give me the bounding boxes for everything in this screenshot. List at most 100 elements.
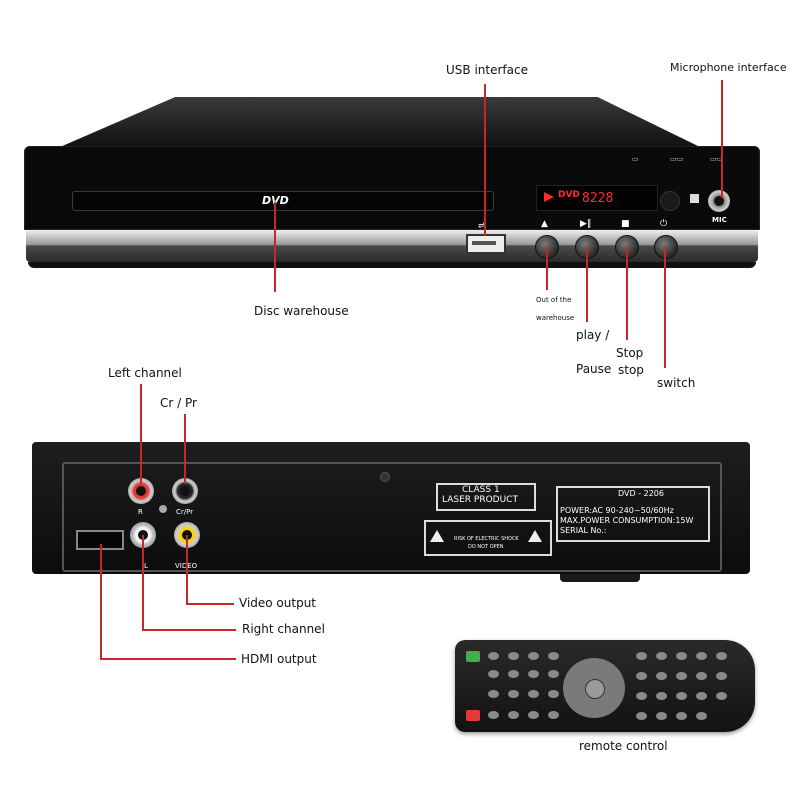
logo-chip-3: ▭▭	[710, 155, 724, 163]
remote-button[interactable]	[716, 672, 727, 680]
disc-tray-slot[interactable]	[72, 191, 494, 211]
remote-button[interactable]	[656, 652, 667, 660]
remote-button[interactable]	[548, 711, 559, 719]
remote-button[interactable]	[696, 672, 707, 680]
right-channel-callout: Right channel	[242, 622, 325, 636]
remote-button[interactable]	[636, 692, 647, 700]
remote-button[interactable]	[696, 652, 707, 660]
display-dvd-text: DVD	[558, 190, 580, 200]
crpr-callout: Cr / Pr	[160, 396, 197, 410]
eject-callout-1: Out of the	[536, 296, 572, 304]
stop-icon: ■	[621, 219, 630, 229]
remote-button[interactable]	[508, 711, 519, 719]
remote-button[interactable]	[656, 692, 667, 700]
remote-button[interactable]	[636, 672, 647, 680]
model-text: DVD - 2206	[618, 489, 664, 498]
remote-button[interactable]	[676, 692, 687, 700]
usb-port-inner	[472, 241, 496, 245]
remote-button[interactable]	[488, 690, 499, 698]
remote-button[interactable]	[716, 692, 727, 700]
display-play-icon	[544, 192, 554, 202]
remote-button[interactable]	[636, 712, 647, 720]
video-line-h	[186, 603, 234, 605]
remote-button[interactable]	[488, 652, 499, 660]
remote-button[interactable]	[676, 712, 687, 720]
mic-label: MIC	[712, 216, 727, 224]
jack-label-crpr: Cr/Pr	[176, 508, 194, 516]
play-callout-line	[586, 246, 588, 322]
remote-button[interactable]	[528, 711, 539, 719]
power-button[interactable]	[654, 235, 678, 259]
front-silver-strip	[26, 230, 758, 262]
class1-line2: LASER PRODUCT	[442, 495, 518, 505]
remote-button[interactable]	[488, 670, 499, 678]
front-top-cover	[60, 97, 700, 147]
class1-label-box	[436, 483, 536, 511]
play-pause-icon: ▶‖	[580, 219, 592, 229]
warning-icon-2	[528, 530, 542, 542]
remote-button[interactable]	[528, 670, 539, 678]
remote-button[interactable]	[508, 690, 519, 698]
dvd-logo: DVD	[262, 194, 289, 207]
eject-callout-2: warehouse	[536, 314, 575, 322]
stop-callout-1: Stop	[616, 346, 644, 360]
ir-sensor	[660, 191, 680, 211]
remote-button[interactable]	[656, 712, 667, 720]
remote-button[interactable]	[528, 690, 539, 698]
remote-button[interactable]	[636, 652, 647, 660]
remote-callout: remote control	[579, 739, 668, 753]
back-foot	[560, 574, 640, 582]
remote-button[interactable]	[508, 652, 519, 660]
remote-button[interactable]	[508, 670, 519, 678]
power-icon: ⏻	[660, 219, 668, 229]
back-face	[32, 442, 750, 574]
mic-jack[interactable]	[708, 190, 730, 212]
disc-callout-line	[274, 202, 276, 292]
warning-line1: RISK OF ELECTRIC SHOCK	[454, 536, 519, 542]
remote-button[interactable]	[656, 672, 667, 680]
video-line-v	[186, 535, 188, 605]
eject-icon: ▲	[541, 219, 548, 229]
eject-callout-line	[546, 246, 548, 290]
ground-screw	[159, 505, 167, 513]
play-callout-2: Pause	[576, 362, 612, 376]
crpr-line	[184, 414, 186, 484]
logo-chip-2: ▭▭	[670, 155, 684, 163]
right-channel-line-v	[142, 535, 144, 631]
jack-label-r: R	[138, 508, 143, 516]
hdmi-line-v	[100, 544, 102, 660]
jack-label-l: L	[144, 562, 148, 570]
power-text: POWER:AC 90-240~50/60Hz	[560, 506, 674, 515]
usb-icon: ⇌	[478, 221, 486, 231]
remote-button[interactable]	[676, 652, 687, 660]
remote-button[interactable]	[548, 652, 559, 660]
stop-callout-line	[626, 246, 628, 340]
front-base	[28, 262, 756, 268]
disc-callout: Disc warehouse	[254, 304, 349, 318]
remote-button[interactable]	[548, 670, 559, 678]
remote-button[interactable]	[676, 672, 687, 680]
dpad-ok-button[interactable]	[585, 679, 605, 699]
remote-button[interactable]	[548, 690, 559, 698]
remote-green-button[interactable]	[466, 651, 480, 662]
remote-button[interactable]	[696, 712, 707, 720]
display-number: 8228	[582, 191, 614, 206]
hdmi-output-callout: HDMI output	[241, 652, 317, 666]
remote-button[interactable]	[716, 652, 727, 660]
logo-chip-1: ▭	[632, 155, 639, 163]
switch-callout-line	[664, 246, 666, 368]
back-screw	[380, 472, 390, 482]
class1-line1: CLASS 1	[462, 485, 500, 495]
remote-red-button[interactable]	[466, 710, 480, 721]
warning-line2: DO NOT OPEN	[468, 544, 504, 550]
remote-button[interactable]	[488, 711, 499, 719]
remote-button[interactable]	[696, 692, 707, 700]
play-callout-1: play /	[576, 328, 610, 342]
remote-button[interactable]	[528, 652, 539, 660]
video-output-callout: Video output	[239, 596, 317, 610]
front-display	[536, 185, 658, 211]
right-channel-line-h	[142, 629, 236, 631]
max-power-text: MAX.POWER CONSUMPTION:15W	[560, 516, 694, 525]
standby-indicator	[690, 194, 699, 203]
mic-callout: Microphone interface	[670, 61, 787, 74]
